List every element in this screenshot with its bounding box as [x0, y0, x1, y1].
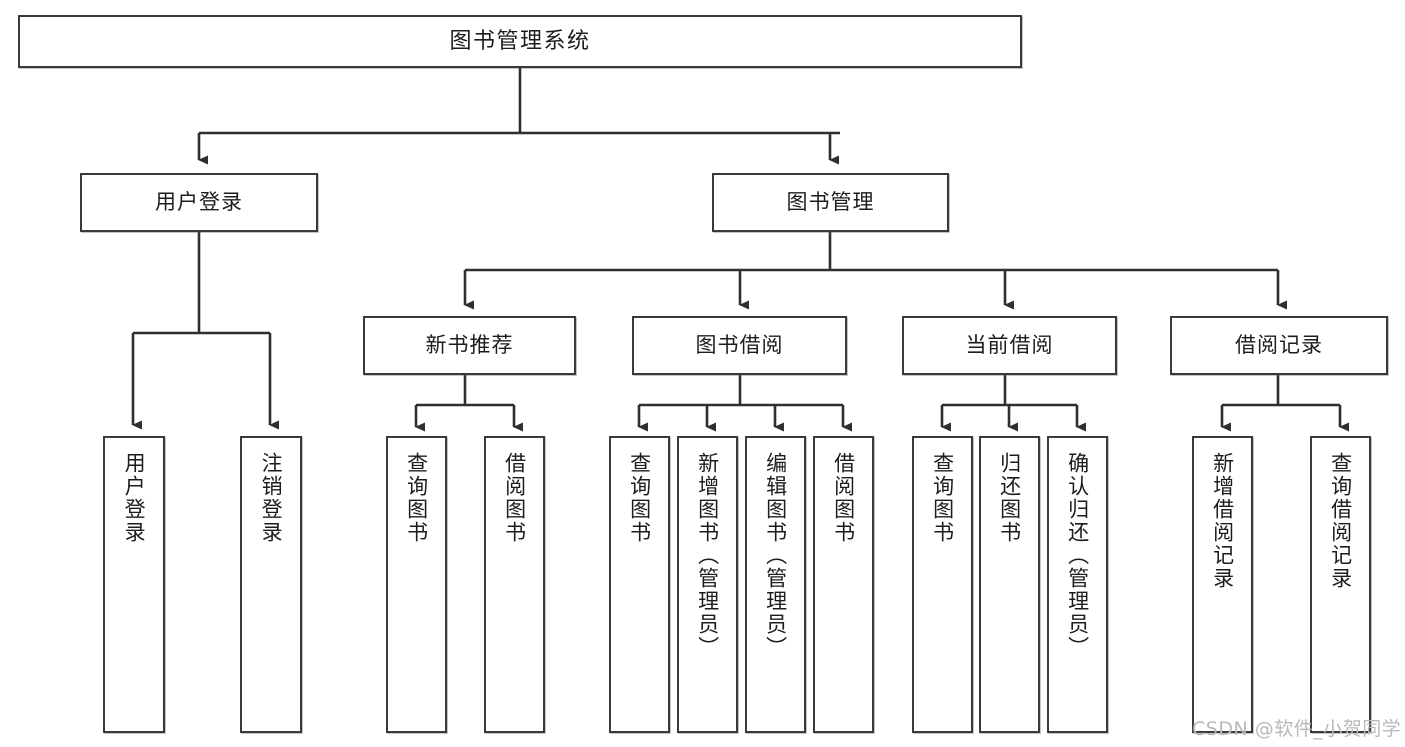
node-current-borrowing-label: 当前借阅 [965, 333, 1054, 358]
leaf-user-login-0[interactable]: 用户登录 [103, 436, 165, 733]
leaf-book-borrow-3[interactable]: 借阅图书 [813, 436, 874, 733]
node-borrowing-record-label: 借阅记录 [1235, 333, 1323, 358]
leaf-current-borrow-1[interactable]: 归还图书 [979, 436, 1040, 733]
leaf-new-book-rec-1-label: 借阅图书 [502, 452, 527, 544]
leaf-book-borrow-1-label: 新增图书（管理员） [695, 452, 720, 659]
leaf-new-book-rec-1[interactable]: 借阅图书 [484, 436, 545, 733]
leaf-book-borrow-2-label: 编辑图书（管理员） [763, 452, 788, 659]
node-user-login-label: 用户登录 [155, 190, 243, 215]
leaf-current-borrow-2[interactable]: 确认归还（管理员） [1047, 436, 1108, 733]
node-user-login[interactable]: 用户登录 [80, 173, 318, 232]
node-new-book-recommendation[interactable]: 新书推荐 [363, 316, 576, 375]
leaf-book-borrow-3-label: 借阅图书 [831, 452, 856, 544]
leaf-new-book-rec-0[interactable]: 查询图书 [386, 436, 447, 733]
leaf-user-login-1-label: 注销登录 [259, 452, 284, 544]
node-borrowing-record[interactable]: 借阅记录 [1170, 316, 1388, 375]
node-current-borrowing[interactable]: 当前借阅 [902, 316, 1117, 375]
leaf-borrow-record-1[interactable]: 查询借阅记录 [1310, 436, 1371, 733]
leaf-book-borrow-1[interactable]: 新增图书（管理员） [677, 436, 738, 733]
leaf-book-borrow-2[interactable]: 编辑图书（管理员） [745, 436, 806, 733]
node-root-label: 图书管理系统 [449, 28, 591, 54]
node-new-book-recommendation-label: 新书推荐 [425, 333, 514, 358]
leaf-borrow-record-0-label: 新增借阅记录 [1210, 452, 1235, 590]
leaf-current-borrow-0[interactable]: 查询图书 [912, 436, 973, 733]
node-book-borrowing[interactable]: 图书借阅 [632, 316, 847, 375]
leaf-new-book-rec-0-label: 查询图书 [404, 452, 429, 544]
node-root-book-management-system[interactable]: 图书管理系统 [18, 15, 1022, 68]
leaf-user-login-1[interactable]: 注销登录 [240, 436, 302, 733]
leaf-user-login-0-label: 用户登录 [122, 452, 147, 544]
leaf-current-borrow-0-label: 查询图书 [930, 452, 955, 544]
leaf-book-borrow-0[interactable]: 查询图书 [609, 436, 670, 733]
node-book-borrowing-label: 图书借阅 [695, 333, 784, 358]
leaf-borrow-record-1-label: 查询借阅记录 [1328, 452, 1353, 590]
node-book-management[interactable]: 图书管理 [712, 173, 949, 232]
node-book-management-label: 图书管理 [786, 190, 875, 215]
leaf-borrow-record-0[interactable]: 新增借阅记录 [1192, 436, 1253, 733]
leaf-current-borrow-1-label: 归还图书 [997, 452, 1022, 544]
leaf-book-borrow-0-label: 查询图书 [627, 452, 652, 544]
leaf-current-borrow-2-label: 确认归还（管理员） [1065, 452, 1090, 659]
